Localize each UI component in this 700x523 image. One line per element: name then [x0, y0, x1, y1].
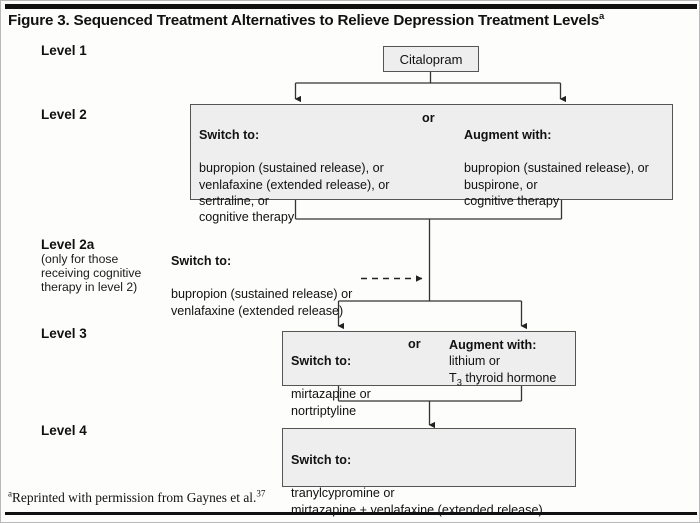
- level-2-right-options: bupropion (sustained release), or buspir…: [464, 161, 649, 209]
- node-level-1-citalopram[interactable]: Citalopram: [383, 46, 479, 72]
- level-3-left-column: Switch to: mirtazapine or nortriptyline: [291, 337, 371, 435]
- footnote-text: Reprinted with permission from Gaynes et…: [12, 490, 257, 505]
- node-level-1-text: Citalopram: [399, 51, 463, 67]
- bottom-rule: [5, 512, 697, 515]
- figure-title-text: Figure 3. Sequenced Treatment Alternativ…: [8, 12, 599, 29]
- level-4-column: Switch to: tranylcypromine or mirtazapin…: [291, 436, 543, 522]
- t3-subscript: 3: [456, 376, 462, 388]
- node-level-2[interactable]: Switch to: bupropion (sustained release)…: [190, 104, 673, 224]
- level-2-or-separator: or: [422, 111, 435, 125]
- level-2a-label-text: Level 2a: [41, 237, 95, 252]
- level-2-label: Level 2: [41, 107, 87, 122]
- node-level-4[interactable]: Switch to: tranylcypromine or mirtazapin…: [282, 428, 576, 517]
- level-2a-heading: Switch to:: [171, 254, 232, 269]
- level-3-or-separator: or: [408, 337, 421, 351]
- level-3-right-option-lithium: lithium or: [449, 354, 501, 369]
- page-title: Figure 3. Sequenced Treatment Alternativ…: [8, 12, 698, 29]
- level-2a-options: bupropion (sustained release) or venlafa…: [171, 287, 353, 318]
- level-4-options: tranylcypromine or mirtazapine + venlafa…: [291, 486, 543, 517]
- level-1-label: Level 1: [41, 43, 87, 58]
- level-3-left-heading: Switch to:: [291, 354, 352, 369]
- footnote-reference: 37: [256, 488, 266, 499]
- level-2-right-column: Augment with: bupropion (sustained relea…: [464, 111, 649, 226]
- level-3-label: Level 3: [41, 326, 87, 341]
- thyroid-hormone-text: thyroid hormone: [461, 370, 557, 385]
- level-2a-content: Switch to: bupropion (sustained release)…: [171, 237, 352, 335]
- node-level-3[interactable]: Switch to: mirtazapine or nortriptyline …: [282, 331, 576, 418]
- level-2a-label: Level 2a (only for those receiving cogni…: [41, 237, 161, 295]
- level-2-right-heading: Augment with:: [464, 128, 552, 143]
- level-3-right-column: Augment with: lithium or T3 thyroid horm…: [449, 337, 557, 388]
- level-3-right-heading: Augment with:: [449, 338, 537, 352]
- figure-title-superscript: a: [598, 10, 605, 22]
- level-3-right-option-thyroid: T3 thyroid hormone: [449, 370, 557, 388]
- level-2-left-column: Switch to: bupropion (sustained release)…: [199, 111, 389, 242]
- t3-symbol: T: [449, 370, 457, 385]
- level-2-left-heading: Switch to:: [199, 128, 260, 143]
- top-rule: [5, 4, 697, 9]
- level-4-heading: Switch to:: [291, 453, 352, 468]
- footnote: aReprinted with permission from Gaynes e…: [8, 488, 266, 506]
- level-3-left-options: mirtazapine or nortriptyline: [291, 387, 371, 418]
- level-2-left-options: bupropion (sustained release), or venlaf…: [199, 161, 390, 225]
- level-4-label: Level 4: [41, 423, 87, 438]
- footnote-marker: a: [8, 488, 12, 499]
- level-2a-note: (only for those receiving cognitive ther…: [41, 252, 142, 295]
